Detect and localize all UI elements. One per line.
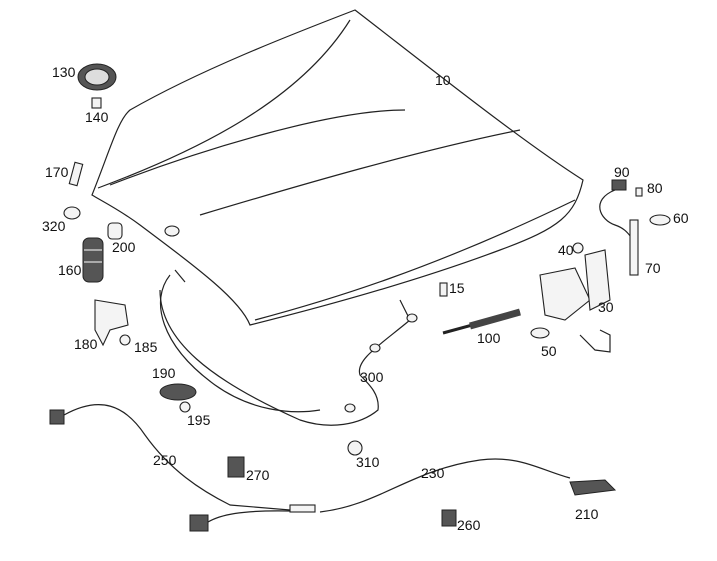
sensor-part [599, 179, 671, 276]
hood-latch-part [530, 242, 611, 353]
bumper-part [107, 222, 123, 240]
release-handle-part [159, 383, 197, 401]
label-180: 180 [74, 336, 98, 352]
label-190: 190 [152, 365, 176, 381]
clip-part [63, 206, 81, 220]
clip-part [347, 440, 363, 456]
label-320: 320 [42, 218, 66, 234]
label-195: 195 [187, 412, 211, 428]
label-40: 40 [558, 242, 574, 258]
bracket-part [94, 299, 129, 347]
label-60: 60 [673, 210, 689, 226]
label-200: 200 [112, 239, 136, 255]
label-230: 230 [421, 465, 445, 481]
clip-part [119, 334, 131, 346]
label-250: 250 [153, 452, 177, 468]
hood-part [91, 9, 584, 326]
label-300: 300 [360, 369, 384, 385]
label-170: 170 [45, 164, 69, 180]
release-cable-part [49, 404, 617, 532]
label-30: 30 [598, 299, 614, 315]
clip-part [179, 401, 191, 413]
label-15: 15 [449, 280, 465, 296]
pin-part [439, 282, 448, 297]
gas-strut-part [442, 308, 521, 335]
callout-labels: 10 130 140 170 320 200 160 15 90 80 60 4… [42, 64, 689, 533]
label-270: 270 [246, 467, 270, 483]
label-130: 130 [52, 64, 76, 80]
label-50: 50 [541, 343, 557, 359]
label-90: 90 [614, 164, 630, 180]
label-185: 185 [134, 339, 158, 355]
label-10: 10 [435, 72, 451, 88]
clip-part [68, 161, 84, 187]
label-140: 140 [85, 109, 109, 125]
label-310: 310 [356, 454, 380, 470]
label-260: 260 [457, 517, 481, 533]
label-160: 160 [58, 262, 82, 278]
buffer-part [82, 237, 104, 283]
label-100: 100 [477, 330, 501, 346]
label-80: 80 [647, 180, 663, 196]
label-70: 70 [645, 260, 661, 276]
seal-part [159, 269, 418, 426]
label-210: 210 [575, 506, 599, 522]
emblem-part [77, 63, 117, 109]
